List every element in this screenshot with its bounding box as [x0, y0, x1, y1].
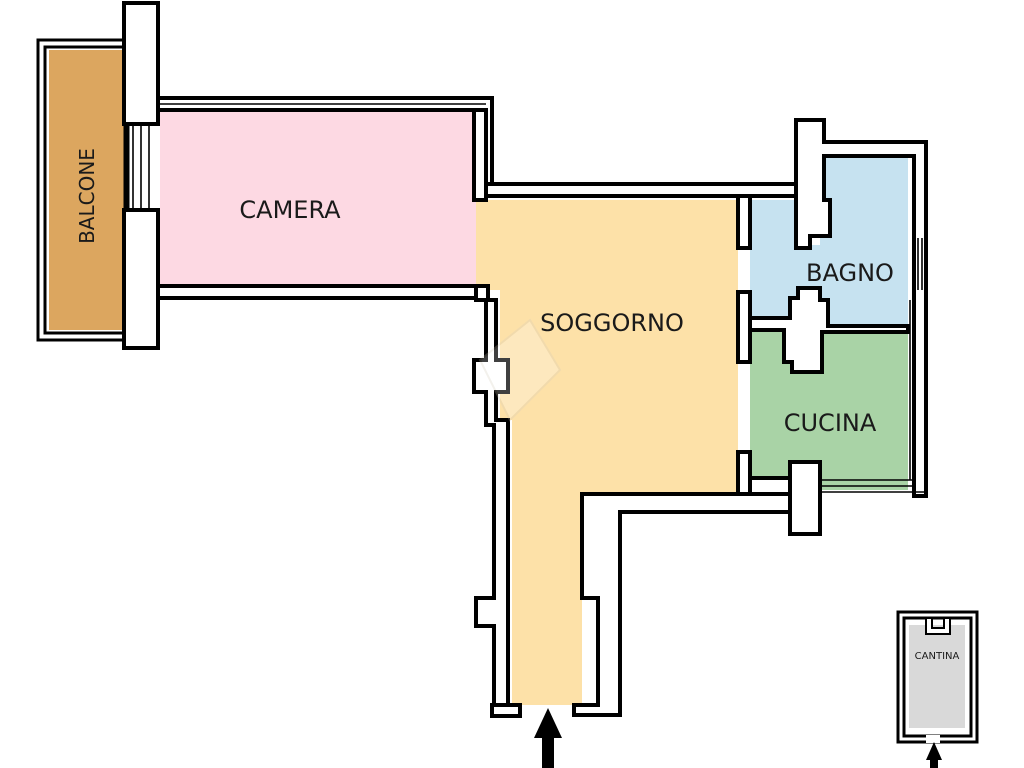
entrance-arrow-icon [534, 708, 562, 768]
entrance-walls [490, 703, 522, 718]
camera-soggiorno-wall [472, 108, 488, 202]
balcone-floor [49, 50, 124, 330]
camera-floor [160, 112, 476, 284]
soggiorno-label: SOGGORNO [540, 309, 684, 337]
cucina-label: CUCINA [784, 409, 877, 437]
soggiorno-east-wall [736, 194, 752, 496]
bagno-label: BAGNO [806, 259, 894, 287]
balcone-label: BALCONE [75, 148, 99, 244]
cantina-floor [909, 625, 965, 728]
cantina-walls [896, 610, 979, 744]
soggiorno-south-wall [572, 460, 822, 717]
soggiorno-floor [476, 200, 738, 705]
bagno-walls [794, 118, 928, 498]
camera-west-wall [122, 1, 160, 350]
soggiorno-west-wall [472, 284, 510, 707]
cantina-entrance-arrow-icon [926, 742, 942, 768]
cucina-floor [750, 330, 908, 490]
bagno-floor [750, 158, 908, 325]
soggiorno-north-wall [484, 182, 802, 198]
camera-label: CAMERA [239, 196, 341, 224]
cantina-label: CANTINA [915, 651, 960, 662]
balcone-walls [36, 38, 130, 342]
cucina-walls [748, 300, 926, 496]
bagno-cucina-wall [748, 286, 910, 374]
watermark-logo-icon [478, 318, 562, 422]
